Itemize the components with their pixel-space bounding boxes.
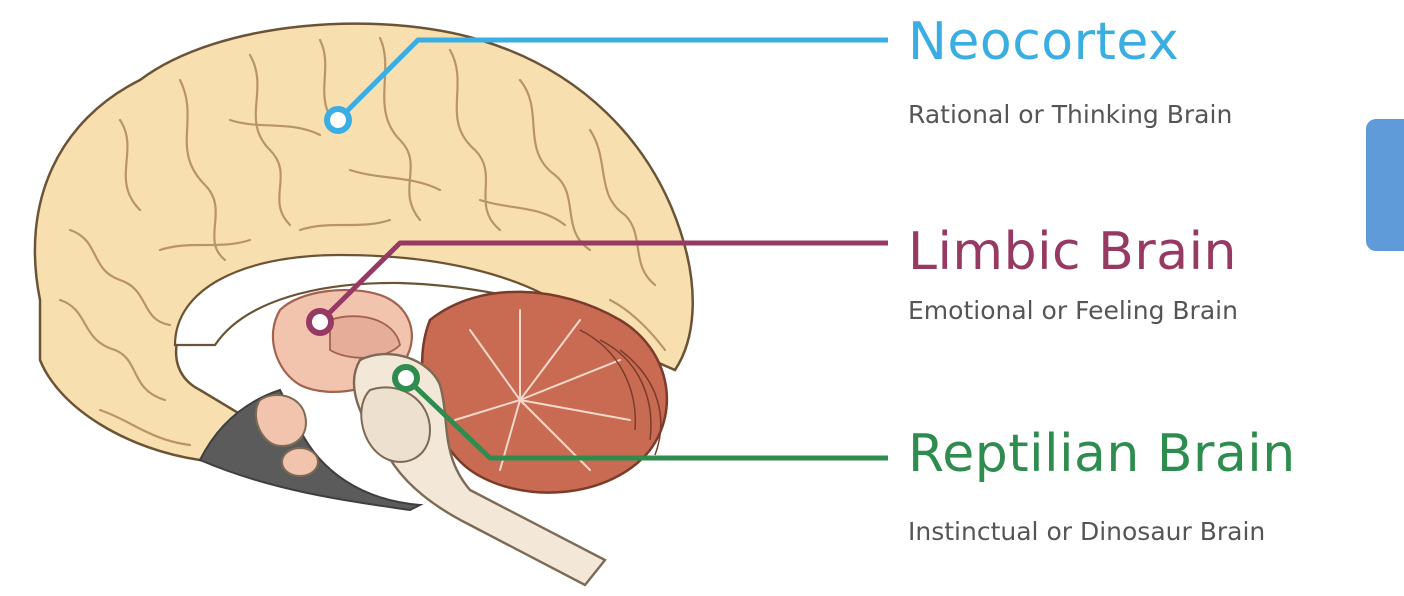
small-structure xyxy=(282,448,318,476)
neocortex-subtitle: Rational or Thinking Brain xyxy=(908,102,1232,127)
limbic-subtitle: Emotional or Feeling Brain xyxy=(908,298,1238,323)
neocortex-title: Neocortex xyxy=(908,16,1179,68)
limbic-title: Limbic Brain xyxy=(908,226,1237,278)
reptilian-title: Reptilian Brain xyxy=(908,428,1296,480)
reptilian-subtitle: Instinctual or Dinosaur Brain xyxy=(908,519,1265,544)
side-tab[interactable] xyxy=(1366,119,1404,251)
